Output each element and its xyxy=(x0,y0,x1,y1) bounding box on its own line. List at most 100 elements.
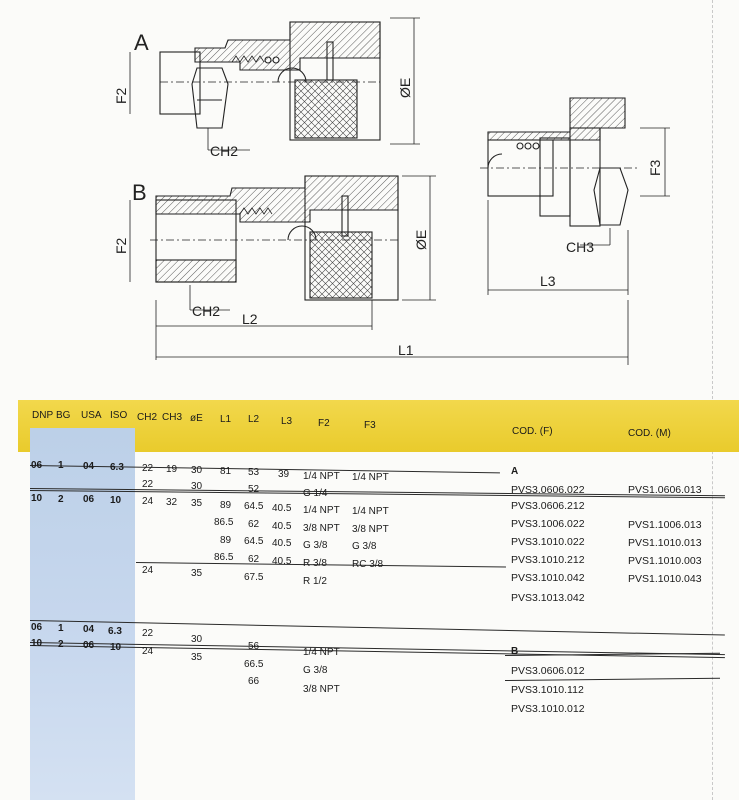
col-head-f3: F3 xyxy=(364,420,376,431)
dnp-cell: 10 xyxy=(31,493,43,504)
ch3-label: CH3 xyxy=(566,239,594,255)
l1-label: L1 xyxy=(398,342,414,358)
oe-cell: 30 xyxy=(191,481,203,492)
coupler-view-a xyxy=(159,21,381,141)
l1-cell: 86.5 xyxy=(214,552,234,563)
f3-cell: 3/8 NPT xyxy=(352,524,389,535)
f3-label: F3 xyxy=(647,159,663,176)
f2-cell: R 3/8 xyxy=(303,558,327,569)
iso-cell: 6.3 xyxy=(108,626,122,637)
l2-label: L2 xyxy=(242,311,258,327)
cod-f-cell: PVS3.0606.212 xyxy=(511,500,585,512)
col-head-l2: L2 xyxy=(248,414,260,425)
f2-cell: 1/4 NPT xyxy=(303,471,340,482)
l2-cell: 66 xyxy=(248,676,260,687)
col-head-cod-m: COD. (M) xyxy=(628,428,671,439)
col-head-usa: USA xyxy=(81,410,102,421)
coupler-view-b xyxy=(150,175,399,301)
col-head-cod-f: COD. (F) xyxy=(512,426,553,437)
ch2-cell: 24 xyxy=(142,646,154,657)
dnp-cell: 06 xyxy=(31,460,43,471)
cod-f-cell: PVS3.0606.012 xyxy=(511,665,585,677)
l2-cell: 53 xyxy=(248,467,260,478)
section-a-label: A xyxy=(511,466,519,477)
usa-cell: 04 xyxy=(83,624,95,635)
cod-f-cell: PVS3.0606.022 xyxy=(511,484,585,496)
f2-cell: 1/4 NPT xyxy=(303,505,340,516)
view-a-label: A xyxy=(134,30,149,55)
l3-label: L3 xyxy=(540,273,556,289)
col-head-l1: L1 xyxy=(220,414,232,425)
iso-cell: 10 xyxy=(110,495,122,506)
f2-cell: R 1/2 xyxy=(303,576,327,587)
cod-f-cell: PVS3.1006.022 xyxy=(511,518,585,530)
f2-cell: G 1/4 xyxy=(303,488,328,499)
technical-drawing: A B F2 ØE CH2 F2 ØE CH2 L2 L1 F3 CH3 L3 xyxy=(113,17,670,365)
l2-cell: 66.5 xyxy=(244,659,264,670)
f2-cell: 1/4 NPT xyxy=(303,647,340,658)
ch2-cell: 22 xyxy=(142,463,154,474)
col-head-f2: F2 xyxy=(318,418,330,429)
ch2-cell: 24 xyxy=(142,496,154,507)
bg-cell: 2 xyxy=(58,494,64,505)
cod-f-cell: PVS3.1013.042 xyxy=(511,592,585,604)
f3-cell: 1/4 NPT xyxy=(352,472,389,483)
l3-cell: 40.5 xyxy=(272,538,292,549)
col-head-l3: L3 xyxy=(281,416,293,427)
cod-f-cell: PVS3.1010.212 xyxy=(511,554,585,566)
dnp-cell: 10 xyxy=(31,638,43,649)
cod-m-cell: PVS1.0606.013 xyxy=(628,484,702,496)
l1-cell: 89 xyxy=(220,500,232,511)
male-nipple-view xyxy=(480,97,640,227)
col-head-bg: BG xyxy=(56,410,71,421)
cod-m-cell: PVS1.1010.043 xyxy=(628,573,702,585)
l2-cell: 62 xyxy=(248,554,260,565)
f2-cell: G 3/8 xyxy=(303,540,328,551)
f2-cell: 3/8 NPT xyxy=(303,523,340,534)
view-b-label: B xyxy=(132,180,147,205)
dnp-cell: 06 xyxy=(31,622,43,633)
bg-cell: 1 xyxy=(58,460,64,471)
col-head-dnp: DNP xyxy=(32,410,54,421)
iso-cell: 6.3 xyxy=(110,462,124,473)
bg-cell: 2 xyxy=(58,639,64,650)
oe-cell: 30 xyxy=(191,465,203,476)
oe-cell: 35 xyxy=(191,568,203,579)
f2-cell: G 3/8 xyxy=(303,665,328,676)
l2-cell: 67.5 xyxy=(244,572,264,583)
ch2-cell: 22 xyxy=(142,628,154,639)
f3-cell: RC 3/8 xyxy=(352,559,384,570)
f3-cell: 1/4 NPT xyxy=(352,506,389,517)
oe-cell: 35 xyxy=(191,652,203,663)
l3-cell: 39 xyxy=(278,469,290,480)
l2-cell: 64.5 xyxy=(244,501,264,512)
cod-m-cell: PVS1.1006.013 xyxy=(628,519,702,531)
l2-cell: 64.5 xyxy=(244,536,264,547)
dimension-labels: A B F2 ØE CH2 F2 ØE CH2 L2 L1 F3 CH3 L3 xyxy=(113,30,663,358)
oe-cell: 35 xyxy=(191,498,203,509)
row-rule xyxy=(504,677,720,681)
cod-m-cell: PVS1.1010.003 xyxy=(628,555,702,567)
l3-cell: 40.5 xyxy=(272,503,292,514)
col-head-ch2: CH2 xyxy=(137,412,158,423)
f3-cell: G 3/8 xyxy=(352,541,377,552)
col-head-iso: ISO xyxy=(110,410,128,421)
ch3-cell: 19 xyxy=(166,464,178,475)
l1-cell: 89 xyxy=(220,535,232,546)
cod-m-cell: PVS1.1010.013 xyxy=(628,537,702,549)
col-head-oe: øE xyxy=(190,413,203,424)
usa-cell: 06 xyxy=(83,640,95,651)
l3-cell: 40.5 xyxy=(272,556,292,567)
cod-f-cell: PVS3.1010.012 xyxy=(511,703,585,715)
l1-cell: 81 xyxy=(220,466,232,477)
usa-cell: 06 xyxy=(83,494,95,505)
cod-f-cell: PVS3.1010.022 xyxy=(511,536,585,548)
size-key-column xyxy=(30,428,135,800)
l1-cell: 86.5 xyxy=(214,517,234,528)
dimension-lines xyxy=(129,17,670,365)
ch3-cell: 32 xyxy=(166,497,178,508)
iso-cell: 10 xyxy=(110,642,122,653)
f2-cell: 3/8 NPT xyxy=(303,684,340,695)
ch2-label-b: CH2 xyxy=(192,303,220,319)
usa-cell: 04 xyxy=(83,461,95,472)
